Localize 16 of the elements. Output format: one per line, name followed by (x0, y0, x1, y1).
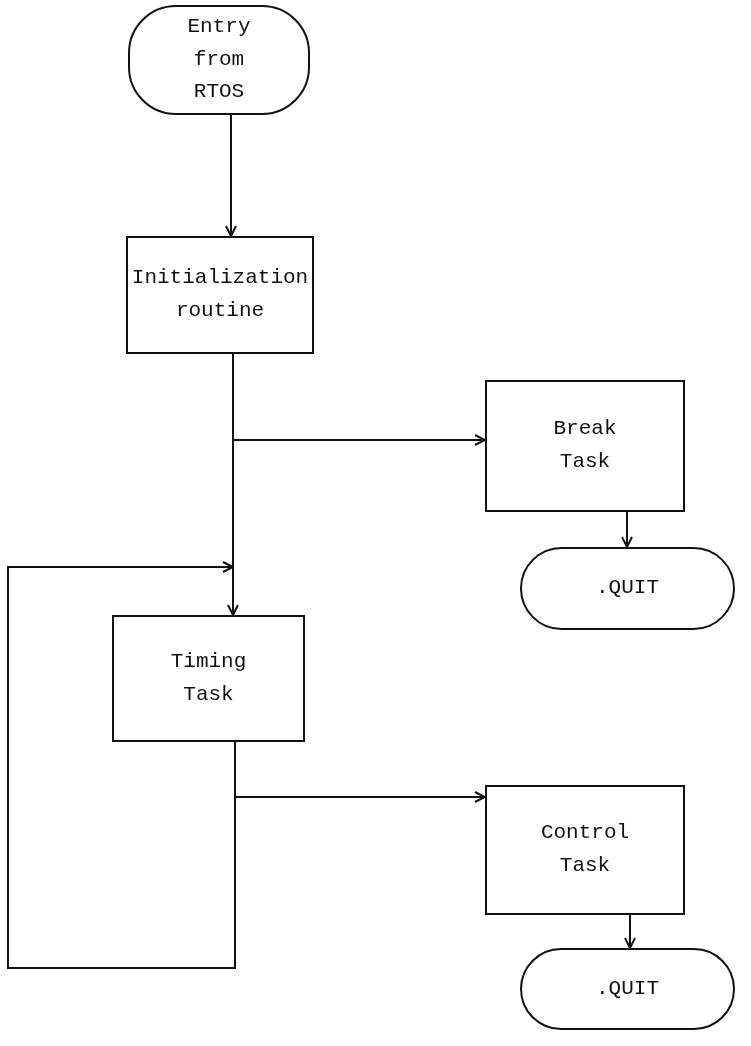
arrow (225, 114, 237, 237)
process-box (485, 785, 685, 915)
node-label: Control Task (539, 820, 631, 879)
node-label: .QUIT (596, 975, 659, 1002)
node-label: Timing Task (169, 648, 248, 708)
arrow (621, 511, 633, 548)
process-box (485, 380, 685, 512)
node-label: Break Task (552, 416, 618, 475)
node-label: Initialization routine (131, 265, 309, 324)
arrow (624, 914, 636, 949)
node-label: .QUIT (596, 575, 659, 602)
node-label: Entry from RTOS (186, 14, 252, 106)
process-box (126, 236, 314, 354)
arrow (227, 353, 239, 616)
process-box (112, 615, 305, 742)
arrow (7, 561, 236, 969)
